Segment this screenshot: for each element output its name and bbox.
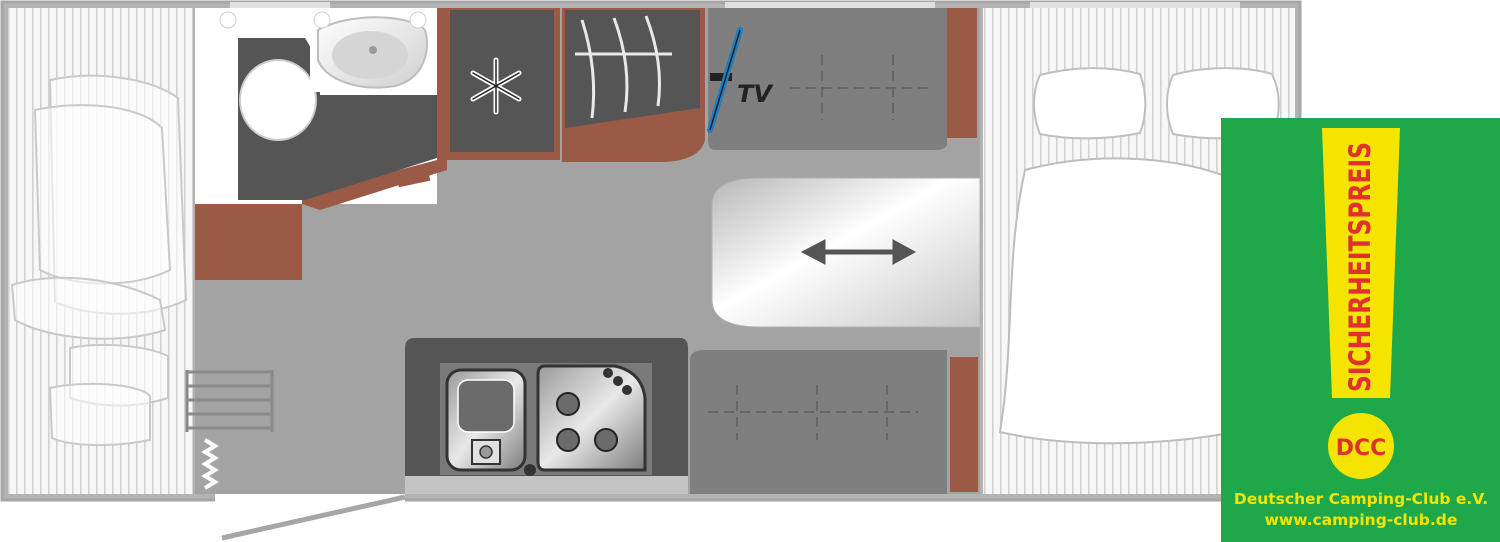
stove-knobs (603, 368, 632, 395)
hanger-icons (575, 15, 672, 119)
dcc-logo (1328, 413, 1394, 479)
dcc-logo-text: DCC (1336, 436, 1387, 461)
tv-label: TV (737, 80, 774, 108)
wardrobe (565, 10, 700, 128)
light-icon (409, 11, 427, 29)
seat-cushion-seams (790, 55, 930, 120)
club-name: Deutscher Camping-Club e.V. (1234, 490, 1488, 508)
stove-icon (536, 364, 647, 472)
window-lounge (725, 2, 935, 8)
entrance-door-gap (215, 494, 405, 502)
stove-burners (556, 392, 618, 452)
kitchen-base-strip (405, 476, 688, 494)
rear-bed-linens (10, 74, 188, 447)
club-url: www.camping-club.de (1265, 511, 1458, 529)
light-icon (219, 11, 237, 29)
bathroom-door-handle (397, 174, 431, 188)
slide-arrow-icon (800, 239, 917, 265)
window-rear (230, 2, 330, 8)
award-title: SICHERHEITSPREIS (1343, 142, 1377, 392)
bench-bottom (690, 350, 947, 494)
washbasin-drain (369, 46, 377, 54)
step-spring-icon (201, 438, 219, 490)
bench-backrest-wood (950, 357, 978, 492)
bunk-ladder-icon (185, 370, 274, 432)
entrance-door (221, 494, 406, 541)
tv-bracket (710, 73, 732, 81)
washbasin-bowl (332, 31, 408, 79)
bathroom-cabinet (195, 204, 302, 280)
window-front (1030, 2, 1240, 8)
light-icon (313, 11, 331, 29)
award-exclamation-icon (1322, 128, 1400, 398)
bench-backrest-wood (947, 8, 977, 138)
toilet-icon (239, 59, 317, 141)
bench-top (708, 8, 947, 150)
seat-cushion-seams (708, 385, 918, 440)
